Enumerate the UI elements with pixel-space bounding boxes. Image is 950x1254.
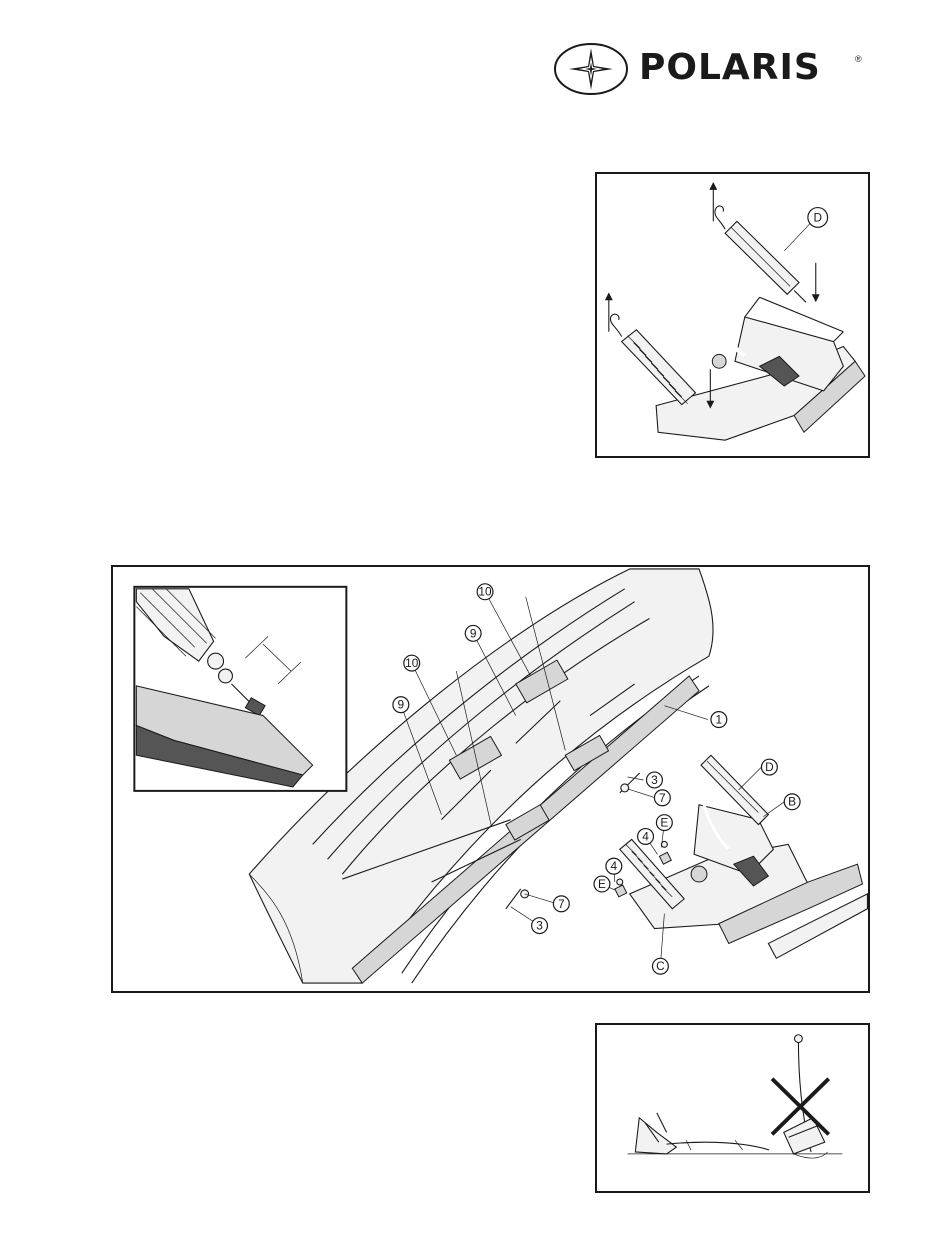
blade-assembly-drawing: 10 9 10 9 1 3 7 D B E 4 4 E 7	[113, 567, 868, 991]
callout-d-label: D	[813, 210, 822, 224]
blade-assembly-figure: 10 9 10 9 1 3 7 D B E 4 4 E 7	[111, 565, 870, 993]
north-star-emblem-icon	[553, 42, 629, 96]
polaris-logo: POLARIS ®	[553, 42, 871, 96]
callout-e-upper-label: E	[660, 816, 668, 830]
callout-10-lower-label: 10	[405, 656, 419, 670]
callout-4-upper-label: 4	[642, 829, 649, 843]
callout-9-lower-label: 9	[398, 698, 405, 712]
registered-mark: ®	[855, 54, 862, 64]
spring-installation-drawing: D	[597, 174, 868, 456]
callout-7-lower-label: 7	[558, 897, 565, 911]
callout-3-upper-label: 3	[651, 773, 658, 787]
brand-name: POLARIS	[639, 48, 821, 88]
callout-1-label: 1	[716, 713, 723, 727]
callout-4-lower-label: 4	[611, 859, 618, 873]
callout-9-upper-label: 9	[470, 626, 477, 640]
correct-assembly	[635, 1113, 769, 1154]
callout-3-lower-label: 3	[536, 919, 543, 933]
incorrect-position-figure	[595, 1023, 870, 1193]
spring-lower	[610, 314, 695, 404]
spring-installation-figure: D	[595, 172, 870, 458]
callout-c-label: C	[656, 959, 665, 973]
callout-10-upper-label: 10	[478, 585, 492, 599]
pivot-bolt	[712, 354, 726, 368]
spring-hook-detail-inset	[134, 587, 346, 791]
spring-upper	[715, 206, 806, 302]
callout-b-label: B	[788, 795, 796, 809]
incorrect-position-drawing	[597, 1025, 868, 1191]
callout-7-upper-label: 7	[659, 791, 666, 805]
callout-d-label: D	[765, 760, 774, 774]
callout-e-lower-label: E	[598, 877, 606, 891]
